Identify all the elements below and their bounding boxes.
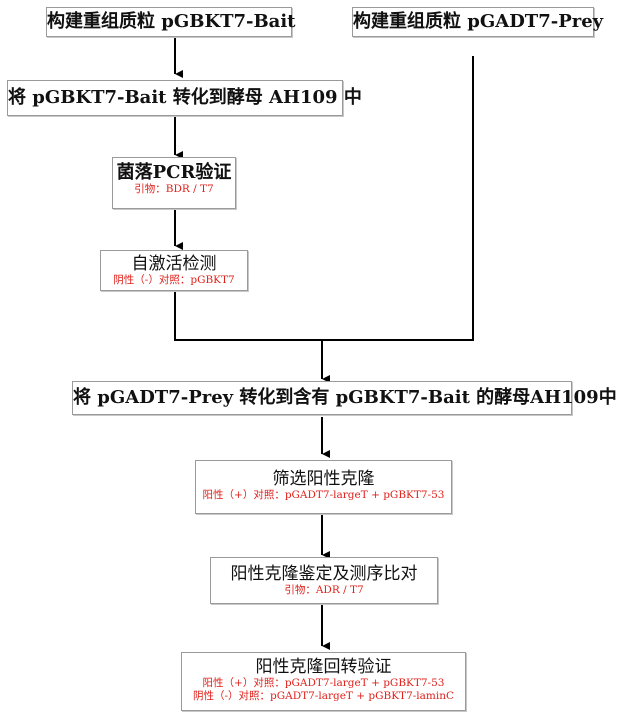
step-build-prey: 构建重组质粒 pGADT7-Prey (352, 7, 604, 37)
step-transform-prey: 将 pGADT7-Prey 转化到含有 pGBKT7-Bait 的酵母AH109… (72, 381, 617, 415)
step-colony-pcr: 菌落PCR验证 引物：BDR / T7 (112, 157, 236, 209)
step-retransform-note-positive: 阳性（+）对照：pGADT7-largeT + pGBKT7-53 (202, 677, 445, 689)
step-build-prey-label: 构建重组质粒 pGADT7-Prey (353, 11, 604, 32)
step-transform-prey-label: 将 pGADT7-Prey 转化到含有 pGBKT7-Bait 的酵母AH109… (73, 387, 617, 408)
step-retransform-note-negative: 阴性（-）对照：pGADT7-largeT + pGBKT7-laminC (192, 690, 455, 702)
step-build-bait-label: 构建重组质粒 pGBKT7-Bait (47, 11, 296, 32)
step-identify-sequence-title: 阳性克隆鉴定及测序比对 (230, 564, 418, 584)
step-colony-pcr-title: 菌落PCR验证 (116, 162, 232, 183)
step-autoactivation-title: 自激活检测 (131, 254, 217, 274)
step-build-bait: 构建重组质粒 pGBKT7-Bait (46, 7, 296, 37)
step-screen-positive: 筛选阳性克隆 阳性（+）对照：pGADT7-largeT + pGBKT7-53 (195, 460, 452, 514)
merge-line-left (174, 56, 474, 341)
step-screen-positive-note: 阳性（+）对照：pGADT7-largeT + pGBKT7-53 (202, 489, 445, 501)
step-transform-bait: 将 pGBKT7-Bait 转化到酵母 AH109 中 (7, 80, 362, 116)
connector-lines (174, 37, 474, 650)
step-autoactivation-note: 阴性（-）对照：pGBKT7 (113, 274, 235, 286)
step-autoactivation: 自激活检测 阴性（-）对照：pGBKT7 (100, 250, 248, 291)
step-identify-sequence: 阳性克隆鉴定及测序比对 引物：ADR / T7 (210, 557, 438, 604)
step-identify-sequence-note: 引物：ADR / T7 (284, 584, 364, 596)
step-screen-positive-title: 筛选阳性克隆 (272, 469, 375, 489)
step-transform-bait-label: 将 pGBKT7-Bait 转化到酵母 AH109 中 (8, 87, 362, 108)
step-retransform-title: 阳性克隆回转验证 (255, 657, 392, 677)
step-retransform: 阳性克隆回转验证 阳性（+）对照：pGADT7-largeT + pGBKT7-… (181, 652, 466, 711)
step-colony-pcr-note: 引物：BDR / T7 (134, 183, 214, 195)
